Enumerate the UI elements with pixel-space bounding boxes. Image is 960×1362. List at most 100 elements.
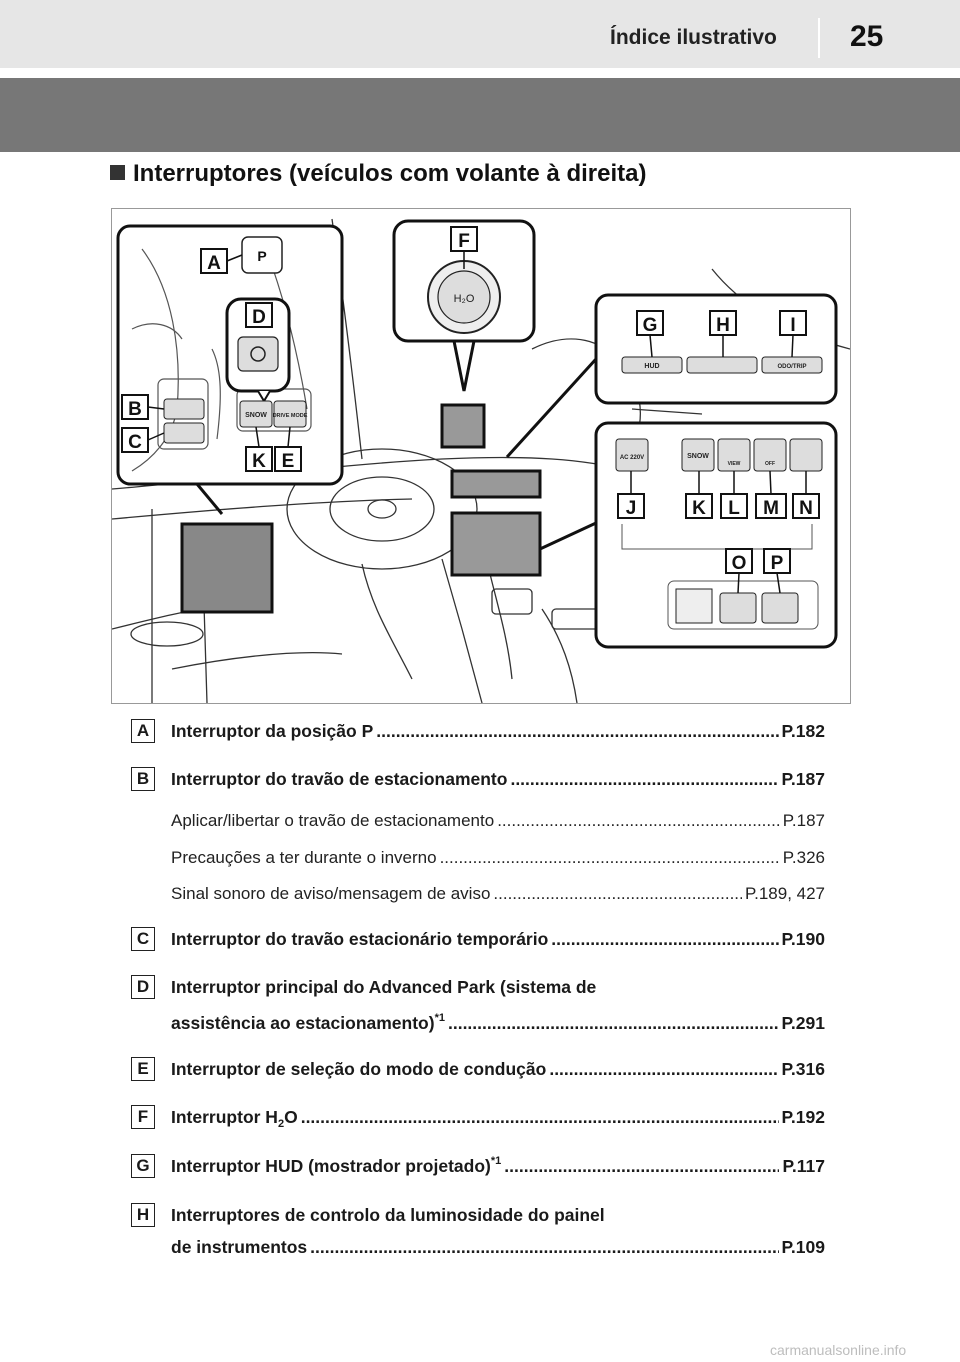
leader-dots: [301, 1107, 779, 1128]
callout-c: C: [128, 432, 142, 453]
cockpit-drawing: P SNOW DRIVE MODE A D B C K: [112, 218, 850, 703]
callout-n: N: [799, 498, 813, 519]
entry-d: D Interruptor principal do Advanced Park…: [131, 975, 825, 1045]
entry-text: Interruptor do travão estacionário tempo…: [171, 929, 549, 949]
section-title: Interruptores (veículos com volante à di…: [110, 160, 646, 188]
callout-j: J: [626, 498, 637, 519]
entry-text: Interruptor do travão de estacionamento: [171, 769, 508, 789]
entry-row: Interruptor de seleção do modo de conduç…: [171, 1059, 825, 1080]
page-ref-link[interactable]: P.316: [781, 1059, 825, 1079]
page-ref-link[interactable]: P.326: [782, 848, 825, 867]
page-ref-link[interactable]: P.182: [781, 721, 825, 741]
entry-text-post: O: [284, 1107, 298, 1127]
ac-text: AC 220V: [620, 455, 644, 461]
callout-g: G: [643, 315, 658, 336]
snow-text: SNOW: [245, 412, 267, 419]
entry-badge: H: [131, 1203, 155, 1227]
watermark: carmanualsonline.info: [770, 1342, 907, 1358]
callout-o: O: [732, 553, 747, 574]
sub-entry-row: Precauções a ter durante o inverno P.326: [171, 848, 825, 868]
footnote-marker: *1: [490, 1156, 502, 1167]
sub-entry-text: Precauções a ter durante o inverno: [171, 848, 437, 867]
leader-dots: [551, 929, 778, 950]
callout-k-left: K: [252, 451, 266, 472]
entry-f: F Interruptor H2O P.192: [131, 1105, 825, 1133]
entry-row: Interruptor do travão estacionário tempo…: [171, 929, 825, 950]
page-ref-link[interactable]: P.189, 427: [744, 884, 825, 903]
page-number: 25: [850, 20, 884, 53]
callout-f: F: [458, 231, 470, 252]
entry-badge: D: [131, 975, 155, 999]
page-ref-link[interactable]: P.190: [781, 929, 825, 949]
view-text: VIEW: [728, 461, 741, 467]
leader-dots: [376, 721, 778, 742]
callout-box-left: P SNOW DRIVE MODE A D B C K: [116, 224, 344, 486]
callout-m: M: [763, 498, 779, 519]
page-ref-link[interactable]: P.291: [781, 1013, 825, 1033]
entry-h: H Interruptores de controlo da luminosid…: [131, 1203, 825, 1273]
footnote-marker: *1: [434, 1013, 445, 1024]
callout-box-ghi: HUD ODO/TRIP G H I: [594, 293, 838, 405]
h2o-text: H₂O: [454, 293, 475, 305]
entry-text-line1: Interruptores de controlo da luminosidad…: [171, 1205, 605, 1225]
callout-i: I: [790, 315, 795, 336]
entry-text-line1: Interruptor principal do Advanced Park (…: [171, 977, 597, 997]
entry-row: Interruptor HUD (mostrador projetado)*1 …: [171, 1156, 825, 1177]
switch-location-illustration: P SNOW DRIVE MODE A D B C K: [111, 208, 851, 704]
page-ref-link[interactable]: P.117: [782, 1156, 825, 1176]
drive-mode-text: DRIVE MODE: [273, 413, 308, 419]
subscript-2: 2: [277, 1118, 285, 1129]
callout-e: E: [282, 451, 295, 472]
entry-row: Interruptor H2O P.192: [171, 1107, 825, 1128]
leader-dots: [310, 1237, 778, 1258]
entry-badge: G: [131, 1154, 155, 1178]
entry-text: Interruptor da posição P: [171, 721, 374, 741]
sub-entry-text: Aplicar/libertar o travão de estacioname…: [171, 811, 495, 830]
page-ref-link[interactable]: P.109: [781, 1237, 825, 1257]
odo-trip-text: ODO/TRIP: [777, 364, 806, 370]
leader-dots: [510, 769, 778, 790]
sub-entry-row: Aplicar/libertar o travão de estacioname…: [171, 811, 825, 831]
square-bullet-icon: [110, 165, 125, 180]
header-band: [0, 78, 960, 152]
leader-dots: [504, 1156, 779, 1177]
entry-a: A Interruptor da posição P P.182: [131, 719, 825, 747]
callout-p: P: [771, 553, 784, 574]
page-ref-link[interactable]: P.187: [781, 769, 825, 789]
entry-text: Interruptor HUD (mostrador projetado): [171, 1156, 491, 1176]
callout-box-f: H₂O F: [392, 219, 536, 343]
entry-badge: A: [131, 719, 155, 743]
page-ref-link[interactable]: P.192: [781, 1107, 825, 1127]
callout-k: K: [692, 498, 706, 519]
leader-dots: [448, 1013, 779, 1034]
callout-box-jp: AC 220V SNOW VIEW OFF J K L M N: [594, 421, 838, 649]
entry-badge: C: [131, 927, 155, 951]
hud-text: HUD: [644, 363, 659, 370]
section-title-text: Interruptores (veículos com volante à di…: [133, 160, 647, 187]
entry-row-2: assistência ao estacionamento)*1 P.291: [171, 1013, 825, 1034]
callout-b: B: [128, 399, 142, 420]
page-ref-link[interactable]: P.187: [782, 811, 825, 830]
leader-dots: [440, 848, 780, 868]
entry-row: Interruptor do travão de estacionamento …: [171, 769, 825, 790]
entry-e: E Interruptor de seleção do modo de cond…: [131, 1057, 825, 1085]
off-text: OFF: [765, 461, 775, 467]
header-title: Índice ilustrativo: [610, 26, 777, 49]
entry-c: C Interruptor do travão estacionário tem…: [131, 927, 825, 955]
entry-row: Interruptor da posição P P.182: [171, 721, 825, 742]
page-header: Índice ilustrativo 25: [0, 0, 960, 68]
entry-row: Interruptores de controlo da luminosidad…: [171, 1205, 825, 1226]
entry-text-line2: assistência ao estacionamento): [171, 1013, 435, 1033]
entry-g: G Interruptor HUD (mostrador projetado)*…: [131, 1154, 825, 1182]
entry-text: Interruptor H: [171, 1107, 278, 1127]
entry-badge: F: [131, 1105, 155, 1129]
sub-entry-row: Sinal sonoro de aviso/mensagem de aviso …: [171, 884, 825, 904]
entry-b: B Interruptor do travão de estacionament…: [131, 767, 825, 907]
header-separator: [818, 18, 820, 58]
leader-dots: [493, 884, 742, 904]
entry-row-2: de instrumentos P.109: [171, 1237, 825, 1258]
callout-l: L: [728, 498, 740, 519]
p-switch-label: P: [257, 248, 266, 264]
leader-dots: [497, 811, 780, 831]
sub-entry-text: Sinal sonoro de aviso/mensagem de aviso: [171, 884, 491, 903]
